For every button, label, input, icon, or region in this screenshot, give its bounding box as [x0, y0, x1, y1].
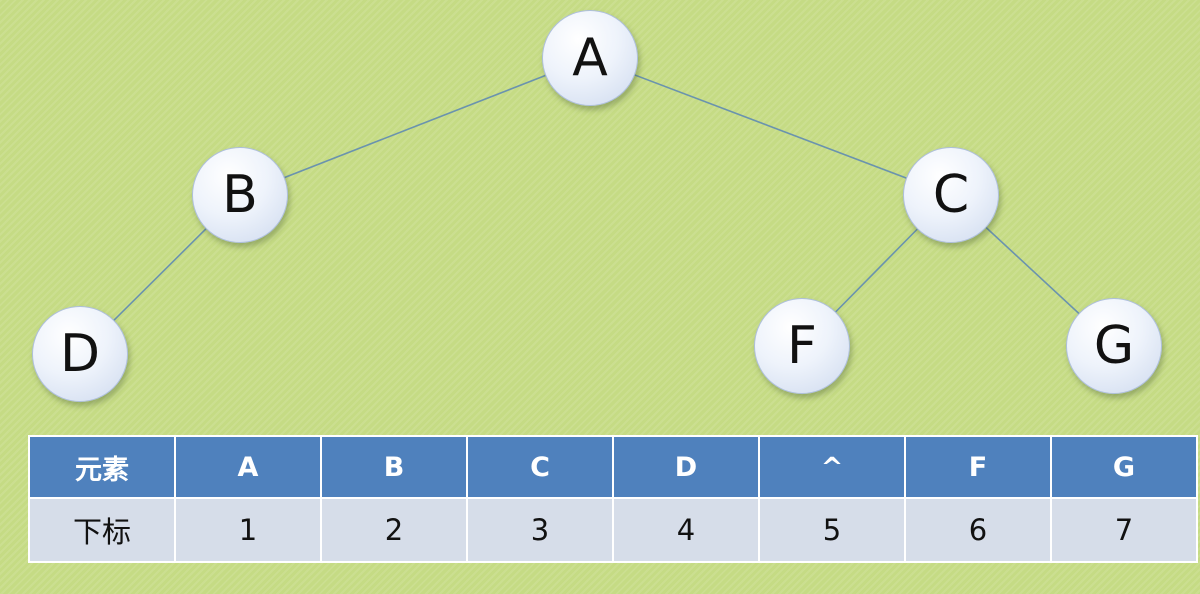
index-row: 下标 1 2 3 4 5 6 7: [28, 497, 1198, 563]
tree-node-g: G: [1066, 298, 1162, 394]
tree-node-d: D: [32, 306, 128, 402]
index-cell: 7: [1050, 497, 1198, 563]
element-cell: C: [466, 435, 614, 499]
element-cell: F: [904, 435, 1052, 499]
element-cell: G: [1050, 435, 1198, 499]
edge-A-B: [239, 57, 591, 196]
element-row-label: 元素: [28, 435, 176, 499]
edge-A-C: [589, 57, 952, 196]
tree-node-a: A: [542, 10, 638, 106]
element-cell: A: [174, 435, 322, 499]
index-cell: 5: [758, 497, 906, 563]
element-cell: B: [320, 435, 468, 499]
tree-node-f: F: [754, 298, 850, 394]
index-cell: 1: [174, 497, 322, 563]
element-row: 元素 A B C D ^ F G: [28, 435, 1198, 499]
index-cell: 2: [320, 497, 468, 563]
element-cell: D: [612, 435, 760, 499]
index-cell: 3: [466, 497, 614, 563]
element-cell: ^: [758, 435, 906, 499]
tree-node-b: B: [192, 147, 288, 243]
index-cell: 4: [612, 497, 760, 563]
index-row-label: 下标: [28, 497, 176, 563]
index-cell: 6: [904, 497, 1052, 563]
tree-node-c: C: [903, 147, 999, 243]
array-storage-table: 元素 A B C D ^ F G 下标 1 2 3 4 5 6 7: [28, 435, 1198, 563]
